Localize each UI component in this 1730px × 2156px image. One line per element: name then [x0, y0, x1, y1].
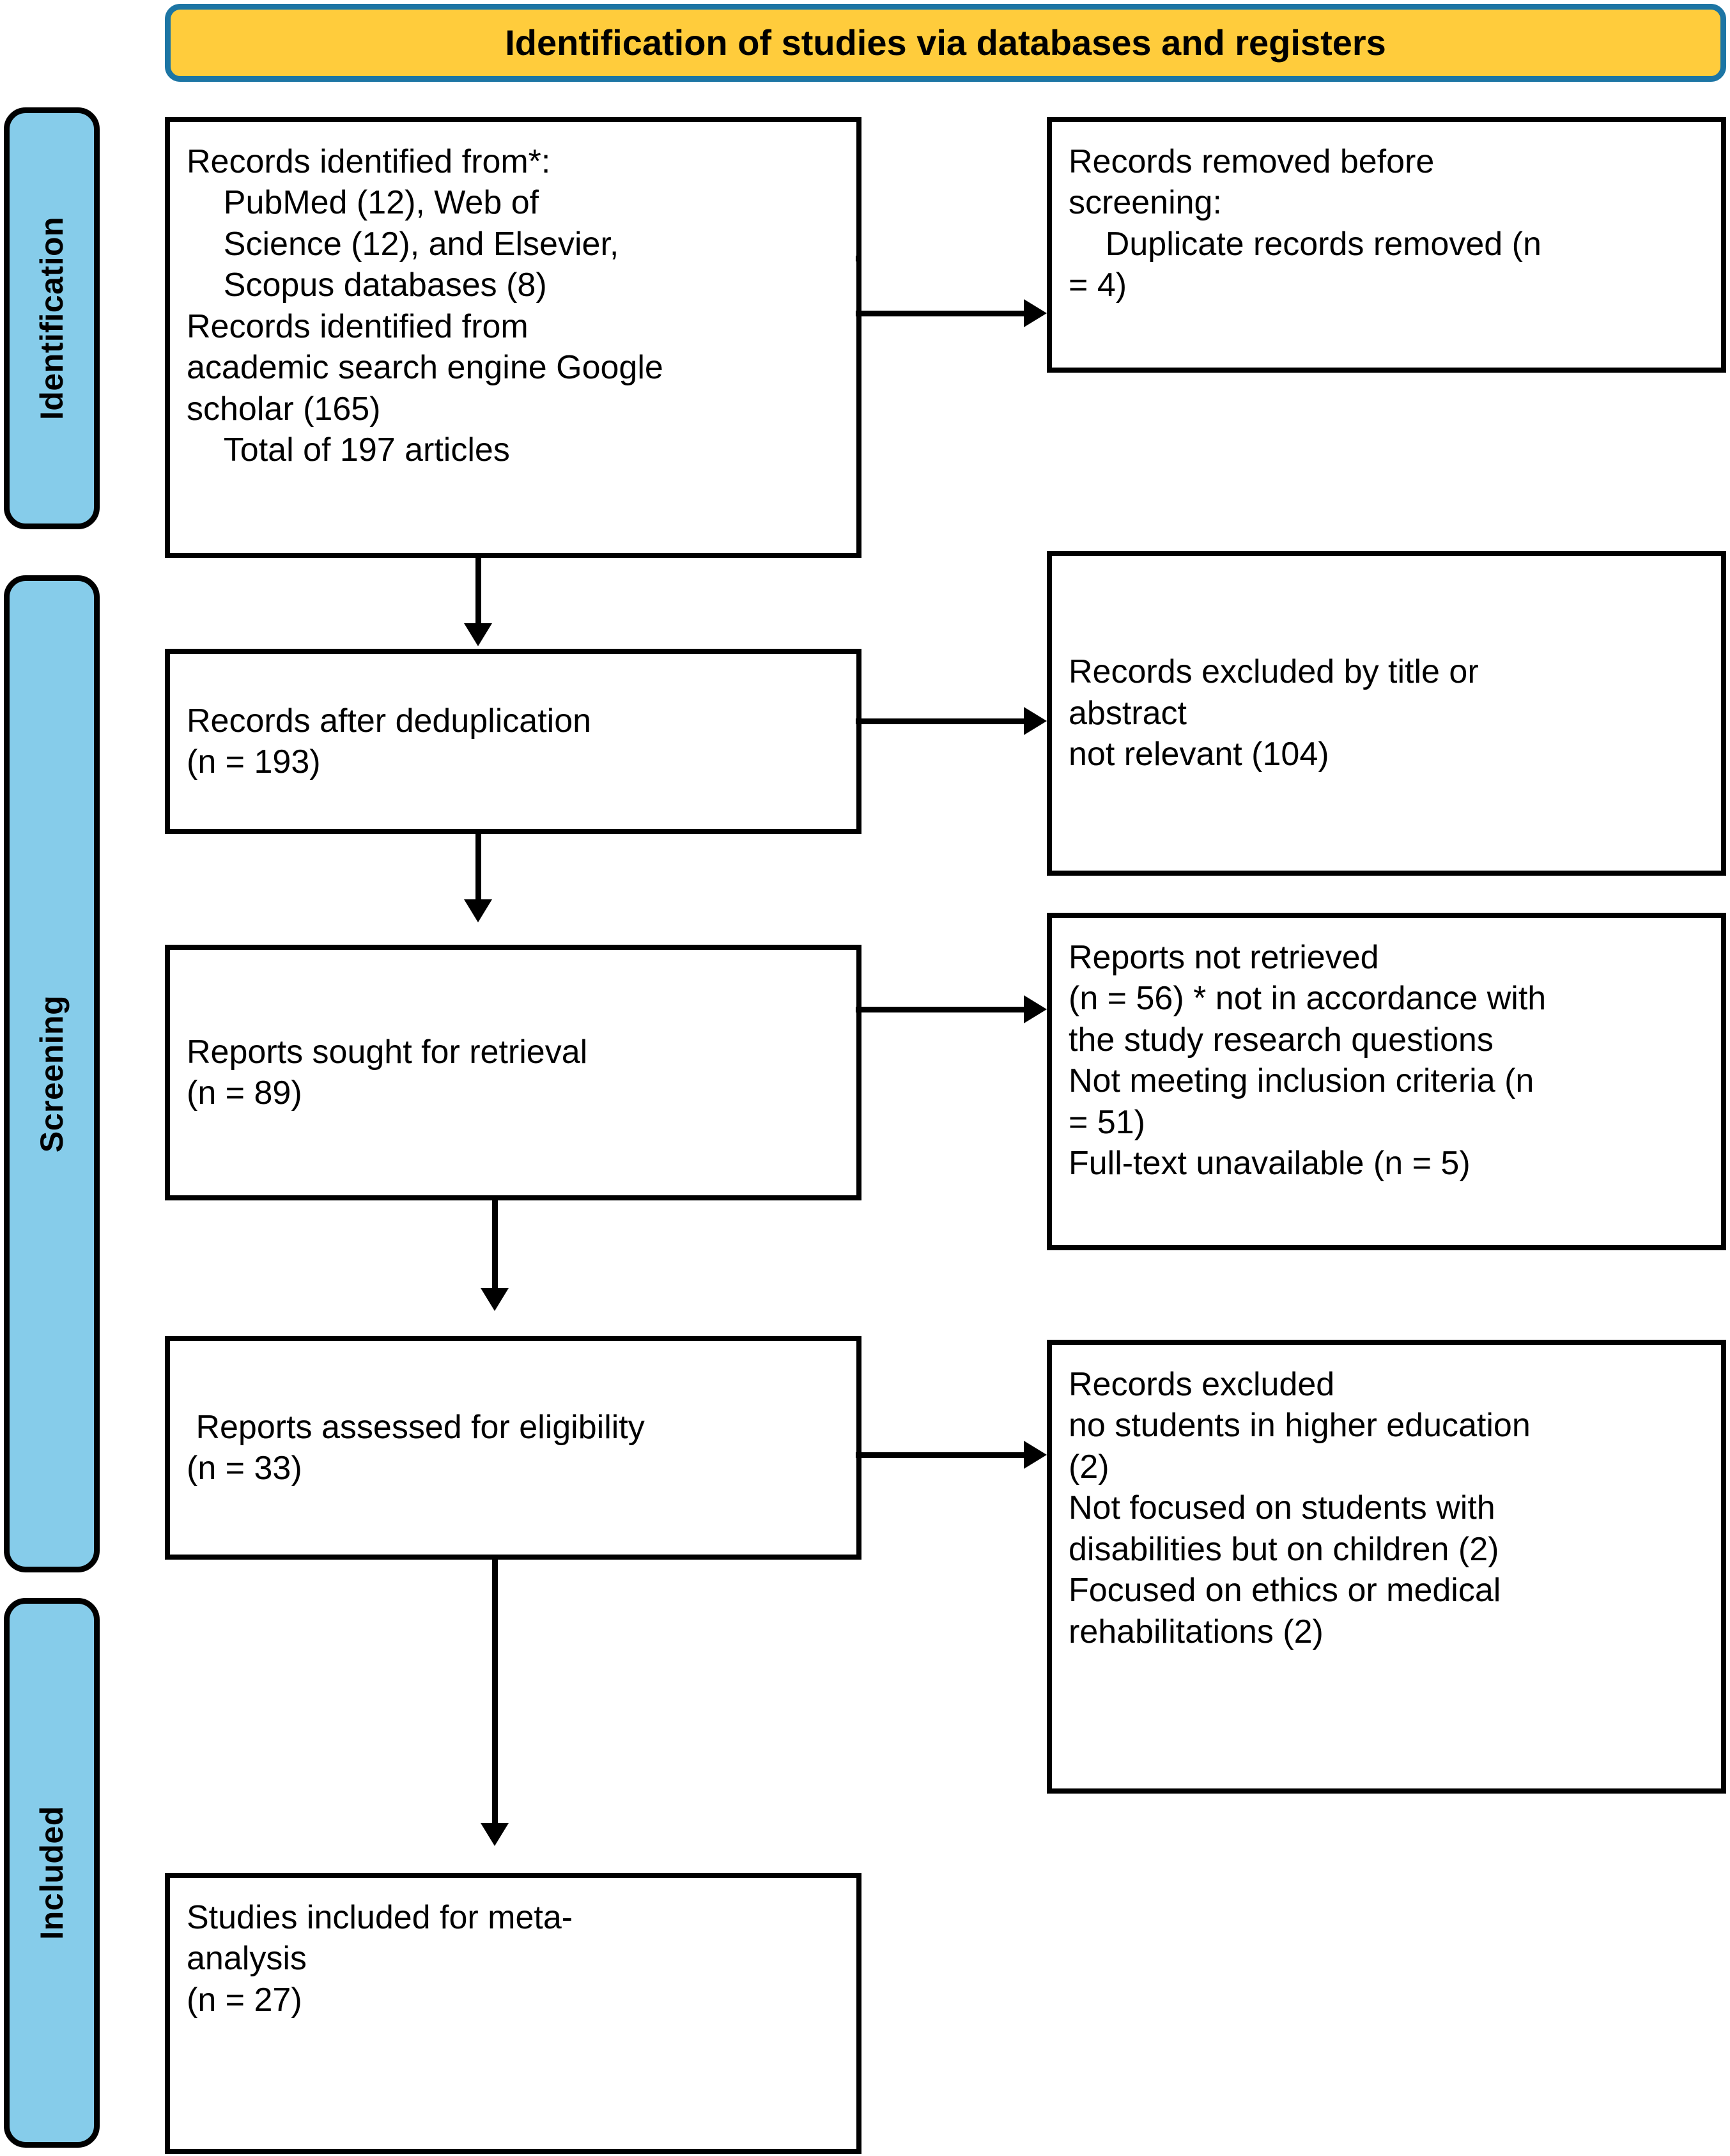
connector-assessed-to-included — [492, 1560, 498, 1834]
arrow-identified-to-removed — [1024, 299, 1047, 327]
arrow-dedup-to-sought — [464, 899, 492, 922]
reports-not-retrieved-box: Reports not retrieved (n = 56) * not in … — [1047, 913, 1726, 1250]
arrow-sought-to-assessed — [481, 1288, 509, 1311]
records-excluded-text: Records excluded no students in higher e… — [1069, 1366, 1531, 1650]
connector-dedup-to-excluded — [856, 718, 1027, 724]
connector-identified-to-removed — [856, 311, 1027, 316]
connector-assessed-to-excluded — [856, 1452, 1027, 1458]
studies-included-meta-analysis-text: Studies included for meta- analysis (n =… — [187, 1899, 573, 2019]
records-after-deduplication-text: Records after deduplication (n = 193) — [187, 702, 592, 780]
reports-assessed-for-eligibility-text: Reports assessed for eligibility (n = 33… — [187, 1408, 645, 1487]
phase-label-identification: Identification — [34, 216, 70, 421]
reports-sought-for-retrieval-text: Reports sought for retrieval (n = 89) — [187, 1033, 588, 1112]
studies-included-meta-analysis-box: Studies included for meta- analysis (n =… — [165, 1873, 861, 2154]
arrow-assessed-to-excluded — [1024, 1441, 1047, 1469]
connector-sought-to-not-retrieved — [856, 1007, 1027, 1012]
header-banner: Identification of studies via databases … — [165, 4, 1726, 82]
records-excluded-box: Records excluded no students in higher e… — [1047, 1340, 1726, 1794]
reports-sought-for-retrieval-box: Reports sought for retrieval (n = 89) — [165, 945, 861, 1200]
records-excluded-title-abstract-text: Records excluded by title or abstract no… — [1069, 653, 1479, 773]
reports-not-retrieved-text: Reports not retrieved (n = 56) * not in … — [1069, 939, 1547, 1183]
arrow-sought-to-not-retrieved — [1024, 995, 1047, 1023]
records-removed-before-screening-text: Records removed before screening: Duplic… — [1069, 143, 1541, 304]
connector-dedup-to-sought — [475, 834, 481, 911]
connector-identified-to-dedup — [475, 558, 481, 635]
phase-pill-identification: Identification — [4, 107, 100, 529]
reports-assessed-for-eligibility-box: Reports assessed for eligibility (n = 33… — [165, 1336, 861, 1560]
records-identified-text: Records identified from*: PubMed (12), W… — [187, 143, 663, 469]
phase-label-screening: Screening — [34, 995, 70, 1153]
records-identified-box: Records identified from*: PubMed (12), W… — [165, 117, 861, 558]
records-excluded-title-abstract-box: Records excluded by title or abstract no… — [1047, 551, 1726, 876]
records-after-deduplication-box: Records after deduplication (n = 193) — [165, 649, 861, 834]
arrow-identified-to-dedup — [464, 623, 492, 646]
records-removed-before-screening-box: Records removed before screening: Duplic… — [1047, 117, 1726, 373]
phase-pill-screening: Screening — [4, 575, 100, 1572]
connector-sought-to-assessed — [492, 1200, 498, 1299]
arrow-assessed-to-included — [481, 1823, 509, 1846]
phase-pill-included: Included — [4, 1598, 100, 2148]
banner-title: Identification of studies via databases … — [505, 22, 1386, 63]
arrow-dedup-to-excluded — [1024, 707, 1047, 735]
phase-label-included: Included — [34, 1806, 70, 1940]
connector-identified-stub — [856, 256, 861, 261]
